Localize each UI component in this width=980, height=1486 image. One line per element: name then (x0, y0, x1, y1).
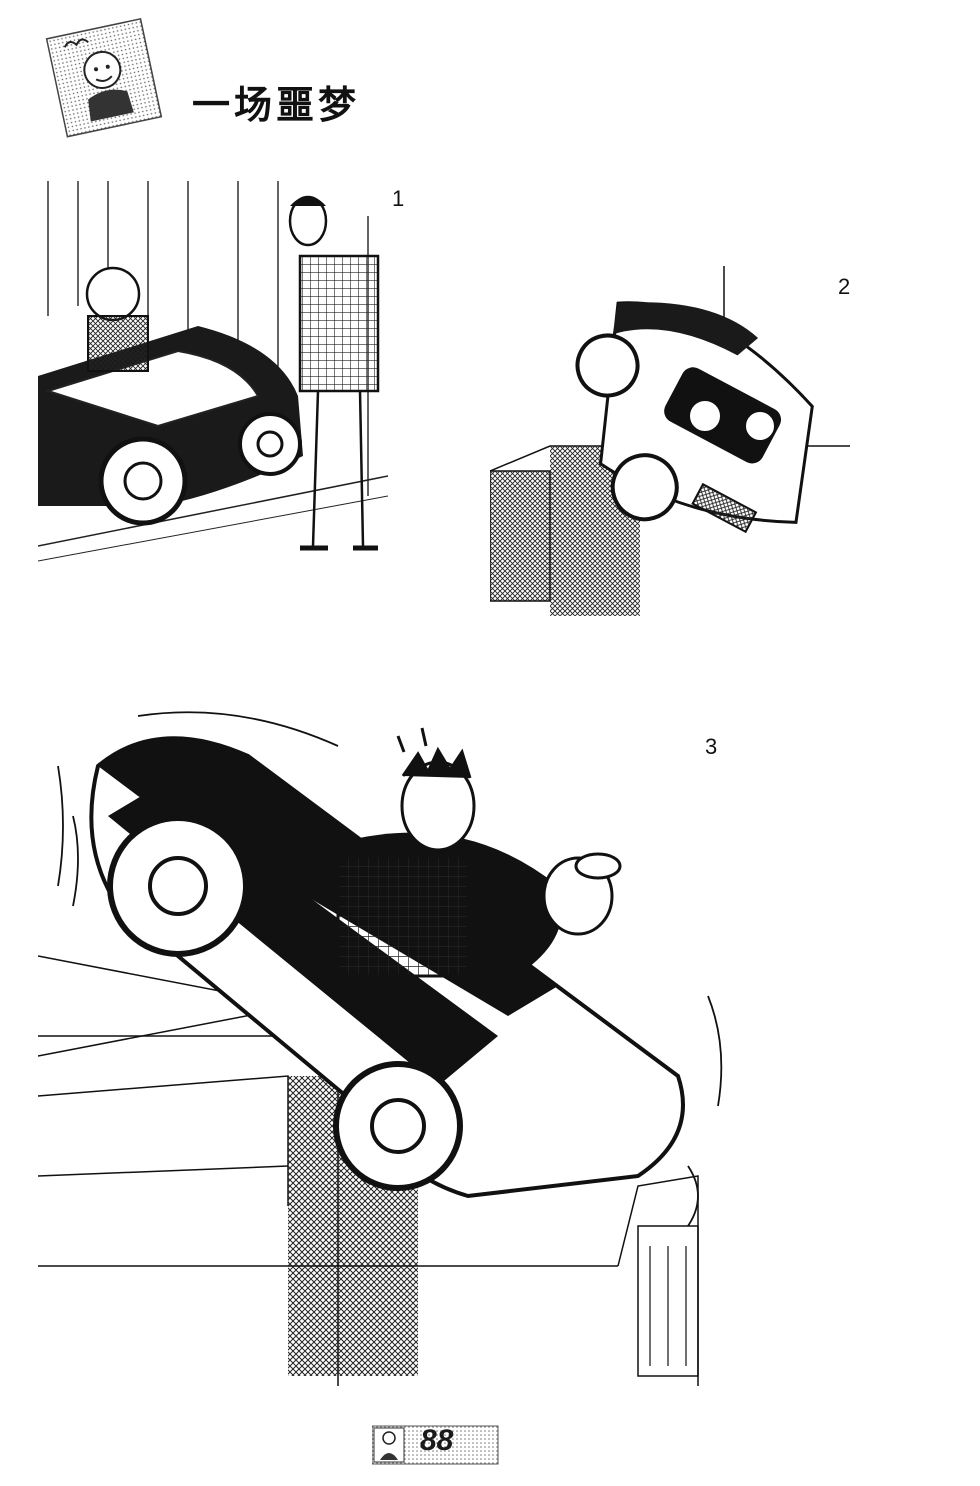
page-title: 一场噩梦 (192, 83, 361, 127)
panel-1-illustration (38, 181, 388, 562)
panel-2-illustration (490, 266, 850, 616)
page-number-badge (372, 1425, 499, 1465)
corner-note-illustration (45, 18, 163, 138)
panel-number-3: 3 (705, 734, 718, 759)
panel-number-1: 1 (392, 186, 405, 211)
panel-number-2: 2 (838, 274, 851, 299)
panel-3-illustration (38, 711, 723, 1386)
page-number: 88 (420, 1424, 454, 1457)
